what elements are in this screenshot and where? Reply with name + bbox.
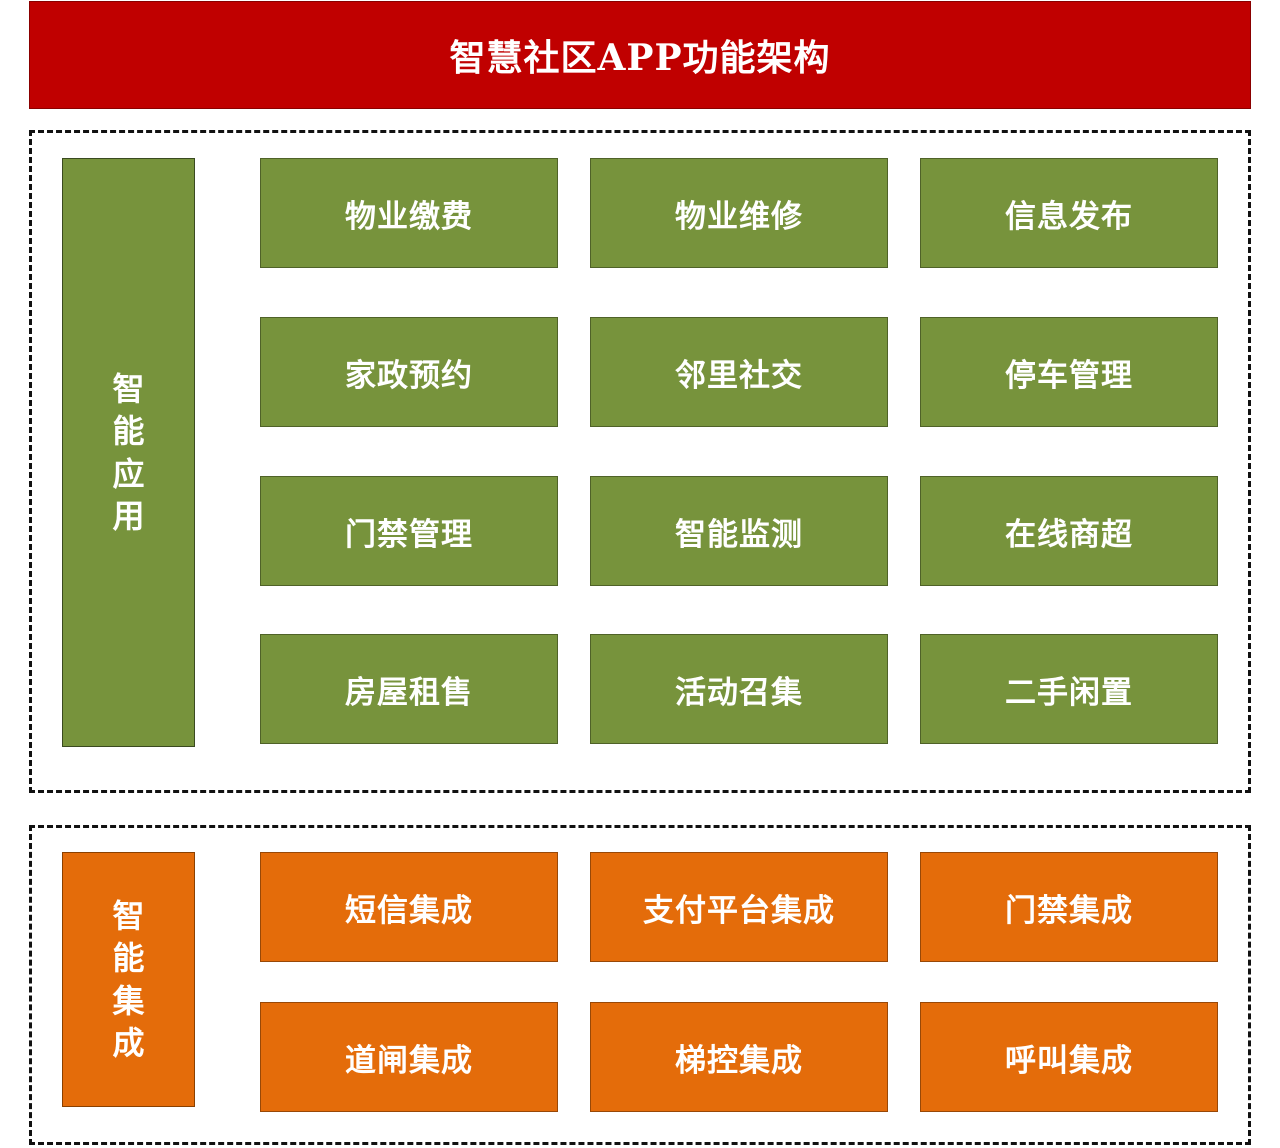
app-tile: 物业缴费 xyxy=(260,158,558,268)
smart-integration-group xyxy=(29,825,1251,1145)
app-tile: 门禁管理 xyxy=(260,476,558,586)
app-tile: 邻里社交 xyxy=(590,317,888,427)
integration-tile: 短信集成 xyxy=(260,852,558,962)
integration-tile: 道闸集成 xyxy=(260,1002,558,1112)
app-tile: 物业维修 xyxy=(590,158,888,268)
diagram-title: 智慧社区APP功能架构 xyxy=(29,1,1251,109)
integration-tile: 呼叫集成 xyxy=(920,1002,1218,1112)
smart-apps-group xyxy=(29,130,1251,793)
app-tile: 二手闲置 xyxy=(920,634,1218,744)
app-tile: 信息发布 xyxy=(920,158,1218,268)
integration-tile: 梯控集成 xyxy=(590,1002,888,1112)
app-tile: 停车管理 xyxy=(920,317,1218,427)
integration-tile: 门禁集成 xyxy=(920,852,1218,962)
integration-tile: 支付平台集成 xyxy=(590,852,888,962)
app-tile: 活动召集 xyxy=(590,634,888,744)
smart-apps-label-text: 智能应用 xyxy=(112,370,145,535)
smart-integration-label-text: 智能集成 xyxy=(112,897,145,1062)
smart-apps-label: 智能应用 xyxy=(62,158,195,747)
app-tile: 智能监测 xyxy=(590,476,888,586)
app-tile: 家政预约 xyxy=(260,317,558,427)
app-tile: 房屋租售 xyxy=(260,634,558,744)
smart-integration-label: 智能集成 xyxy=(62,852,195,1107)
app-tile: 在线商超 xyxy=(920,476,1218,586)
